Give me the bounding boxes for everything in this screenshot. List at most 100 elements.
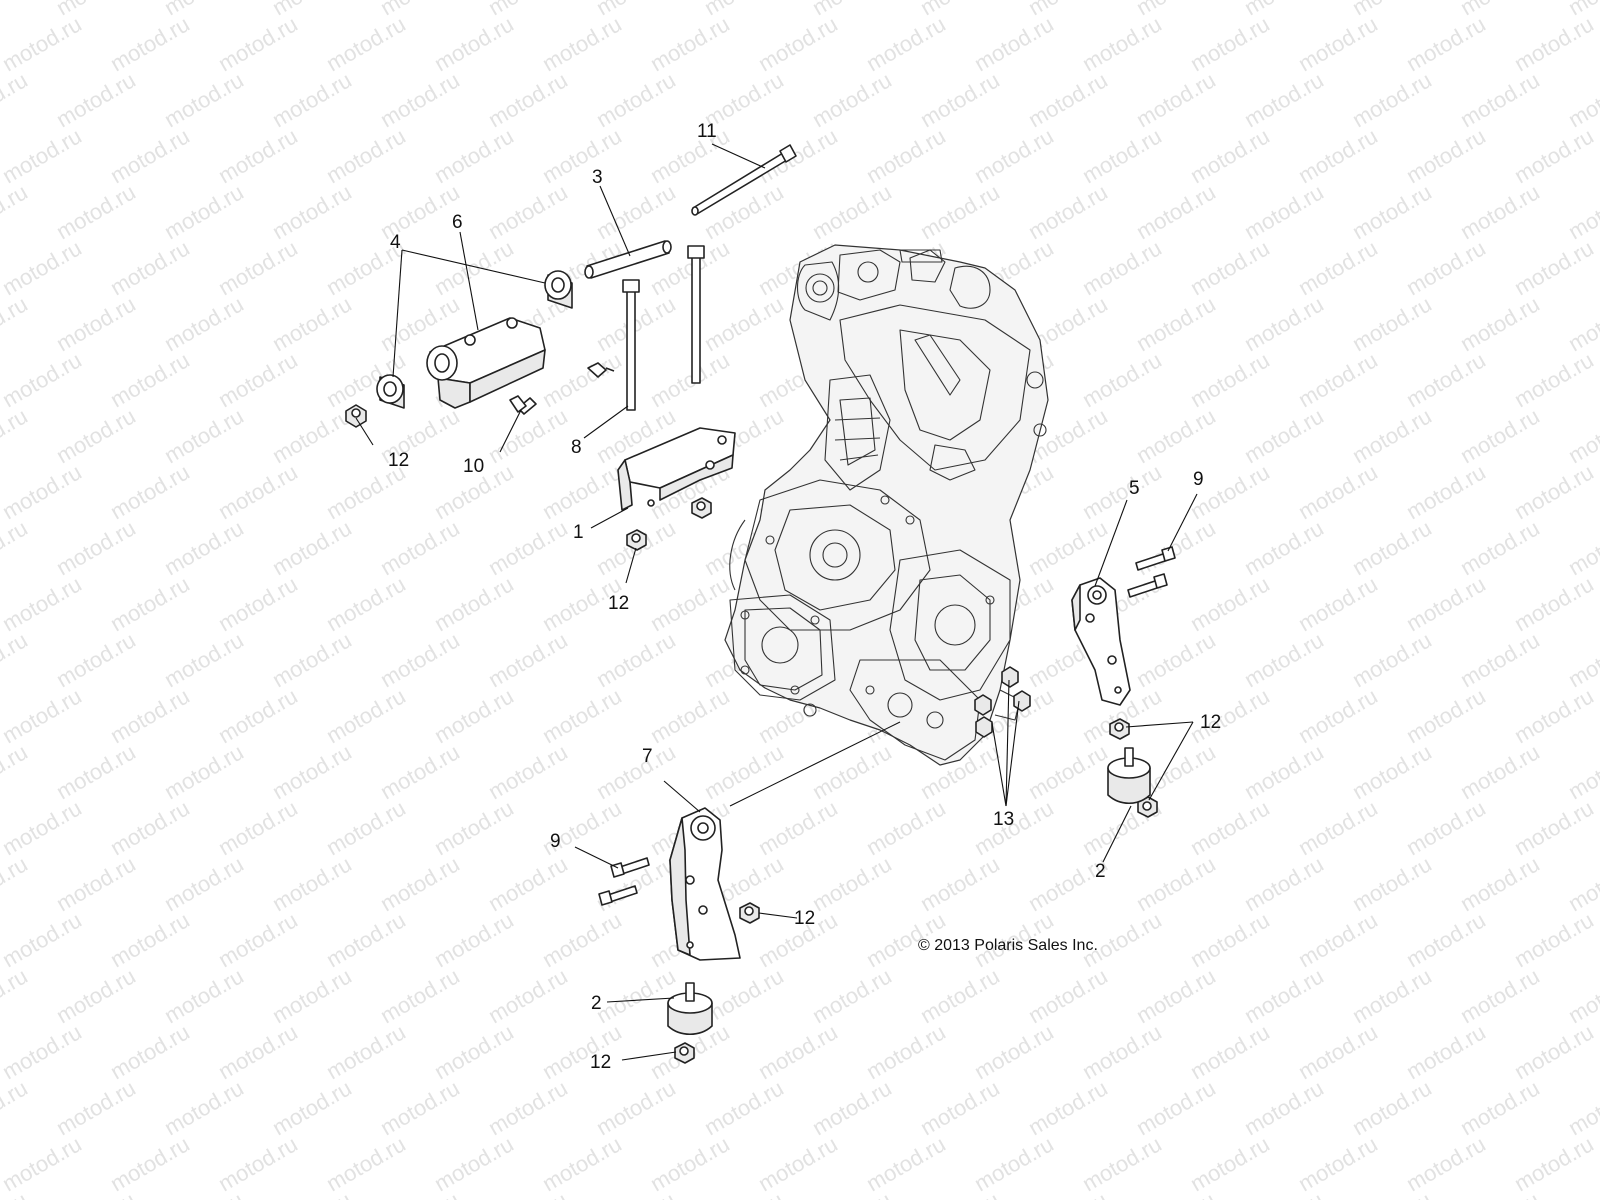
watermark-text: motod.ru — [538, 11, 626, 76]
watermark-text: motod.ru — [430, 571, 518, 636]
watermark-text: motod.ru — [754, 795, 842, 860]
watermark-text: motod.ru — [808, 1075, 896, 1140]
callout-2-b: 2 — [591, 993, 602, 1014]
watermark-text: motod.ru — [214, 571, 302, 636]
watermark-text: motod.ru — [214, 459, 302, 524]
callout-12-e: 12 — [590, 1052, 611, 1073]
callout-2-a: 2 — [1095, 861, 1106, 882]
watermark-text: motod.ru — [592, 291, 680, 356]
watermark-text: motod.ru — [106, 123, 194, 188]
watermark-text: motod.ru — [0, 459, 86, 524]
watermark-text: motod.ru — [916, 179, 1004, 244]
watermark-text: motod.ru — [0, 907, 86, 972]
watermark-text: motod.ru — [646, 571, 734, 636]
watermark-text: motod.ru — [52, 179, 140, 244]
watermark-text: motod.ru — [322, 683, 410, 748]
watermark-text: motod.ru — [106, 571, 194, 636]
watermark-text: motod.ru — [484, 627, 572, 692]
watermark-text: motod.ru — [916, 963, 1004, 1028]
watermark-text: motod.ru — [484, 403, 572, 468]
part-11-long-bolt — [691, 144, 797, 216]
watermark-text: motod.ru — [106, 1131, 194, 1196]
watermark-text: motod.ru — [1132, 627, 1220, 692]
watermark-text: motod.ru — [1456, 515, 1544, 580]
watermark-text: motod.ru — [106, 683, 194, 748]
callout-12-d: 12 — [794, 908, 815, 929]
watermark-text: motod.ru — [1294, 459, 1382, 524]
callout-12-a: 12 — [388, 450, 409, 471]
watermark-text: motod.ru — [1348, 403, 1436, 468]
watermark-text: motod.ru — [1348, 1075, 1436, 1140]
watermark-text: motod.ru — [1564, 851, 1600, 916]
watermark-text: motod.ru — [376, 1075, 464, 1140]
watermark-text: motod.ru — [1240, 963, 1328, 1028]
watermark-text: motod.ru — [214, 347, 302, 412]
watermark-text: motod.ru — [970, 11, 1058, 76]
part-12-nut-b — [626, 529, 647, 551]
part-4-bushing-upper — [544, 270, 573, 309]
watermark-text: motod.ru — [1294, 795, 1382, 860]
watermark-text: motod.ru — [754, 1019, 842, 1084]
watermark-text: motod.ru — [1294, 11, 1382, 76]
watermark-text: motod.ru — [646, 347, 734, 412]
watermark-text: motod.ru — [0, 347, 86, 412]
watermark-text: motod.ru — [1510, 1019, 1598, 1084]
watermark-text: motod.ru — [1132, 1075, 1220, 1140]
watermark-text: motod.ru — [214, 11, 302, 76]
callout-5: 5 — [1129, 478, 1140, 499]
watermark-text: motod.ru — [1186, 235, 1274, 300]
leader-lines — [355, 143, 1198, 1061]
watermark-text: motod.ru — [1402, 1019, 1490, 1084]
watermark-text: motod.ru — [0, 1075, 32, 1140]
watermark-text: motod.ru — [538, 1131, 626, 1196]
watermark-text: motod.ru — [160, 1187, 248, 1200]
watermark-text: motod.ru — [0, 123, 86, 188]
watermark-text: motod.ru — [0, 291, 32, 356]
watermark-text: motod.ru — [592, 67, 680, 132]
watermark-text: motod.ru — [430, 1019, 518, 1084]
watermark-text: motod.ru — [322, 907, 410, 972]
watermark-text: motod.ru — [1564, 1075, 1600, 1140]
watermark-text: motod.ru — [916, 67, 1004, 132]
watermark-text: motod.ru — [160, 515, 248, 580]
watermark-text: motod.ru — [754, 11, 842, 76]
watermark-text: motod.ru — [52, 627, 140, 692]
watermark-text: motod.ru — [1240, 515, 1328, 580]
watermark-text: motod.ru — [322, 11, 410, 76]
watermark-text: motod.ru — [52, 67, 140, 132]
watermark-text: motod.ru — [1348, 963, 1436, 1028]
watermark-text: motod.ru — [484, 1075, 572, 1140]
watermark-text: motod.ru — [214, 1019, 302, 1084]
watermark-text: motod.ru — [484, 179, 572, 244]
callout-12-b: 12 — [608, 593, 629, 614]
watermark-text: motod.ru — [1402, 459, 1490, 524]
watermark-text: motod.ru — [430, 11, 518, 76]
watermark-text: motod.ru — [52, 403, 140, 468]
watermark-text: motod.ru — [1510, 907, 1598, 972]
watermark-text: motod.ru — [1402, 123, 1490, 188]
watermark-text: motod.ru — [916, 1075, 1004, 1140]
watermark-text: motod.ru — [1510, 571, 1598, 636]
watermark-text: motod.ru — [1240, 739, 1328, 804]
watermark-text: motod.ru — [1510, 683, 1598, 748]
watermark-text: motod.ru — [268, 291, 356, 356]
watermark-text: motod.ru — [1078, 347, 1166, 412]
part-12-nut-d — [1109, 718, 1130, 740]
watermark-text: motod.ru — [1132, 515, 1220, 580]
watermark-text: motod.ru — [1294, 347, 1382, 412]
watermark-text: motod.ru — [592, 963, 680, 1028]
watermark-text: motod.ru — [376, 67, 464, 132]
engine-assembly — [724, 244, 1049, 766]
watermark-text: motod.ru — [1348, 67, 1436, 132]
part-9-bolt-left-a — [610, 857, 650, 878]
watermark-text: motod.ru — [538, 123, 626, 188]
watermark-text: motod.ru — [1456, 179, 1544, 244]
watermark-text: motod.ru — [646, 123, 734, 188]
callout-6: 6 — [452, 212, 463, 233]
watermark-text: motod.ru — [214, 235, 302, 300]
watermark-text: motod.ru — [0, 1187, 32, 1200]
watermark-text: motod.ru — [538, 907, 626, 972]
watermark-text: motod.ru — [1456, 739, 1544, 804]
watermark-text: motod.ru — [0, 1019, 86, 1084]
watermark-text: motod.ru — [1294, 683, 1382, 748]
